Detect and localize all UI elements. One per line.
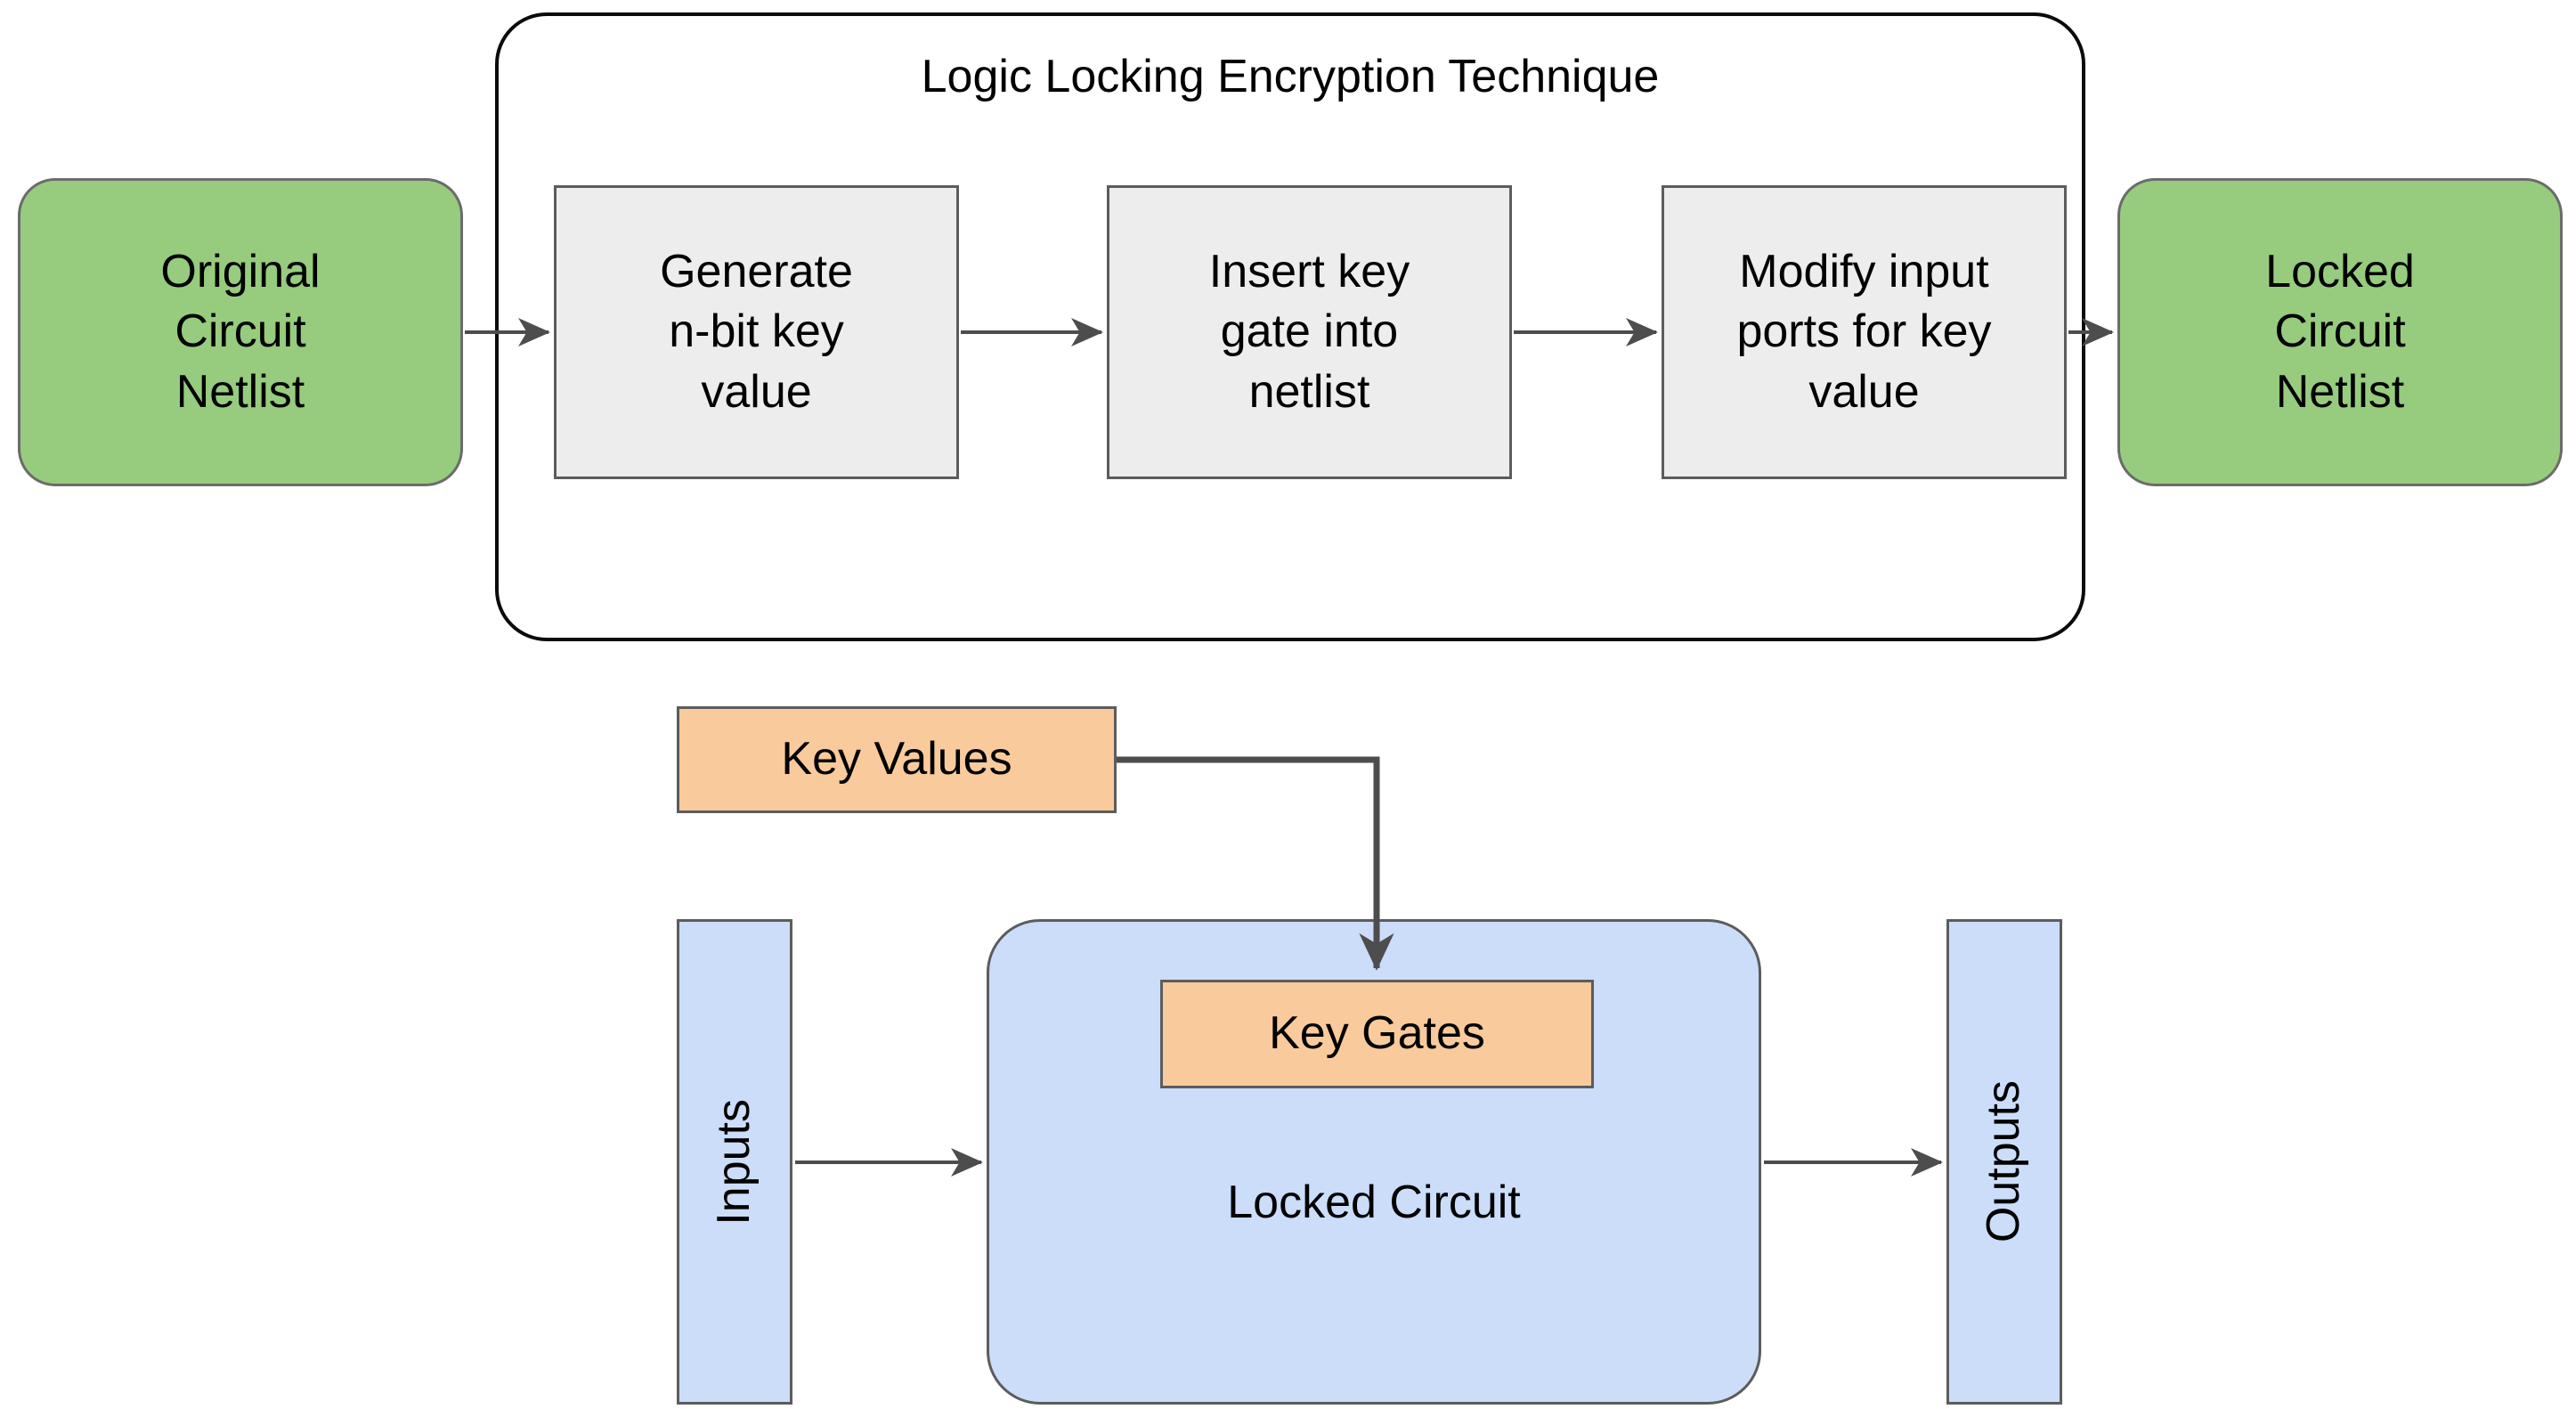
node-key-values[interactable]: Key Values	[677, 706, 1117, 813]
node-outputs[interactable]: Outputs	[1946, 919, 2062, 1405]
diagram-title: Logic Locking Encryption Technique	[921, 51, 1660, 103]
node-generate-n-bit-key-value[interactable]: Generate n-bit key value	[554, 185, 959, 479]
node-locked-circuit-netlist[interactable]: Locked Circuit Netlist	[2117, 178, 2563, 486]
node-insert-key-gate-into-netlist[interactable]: Insert key gate into netlist	[1107, 185, 1512, 479]
node-key-gates[interactable]: Key Gates	[1160, 980, 1594, 1088]
node-original-circuit-netlist-label: Original Circuit Netlist	[160, 242, 320, 423]
label-line-2: Circuit	[2274, 305, 2406, 358]
label-line-2: gate into	[1220, 305, 1399, 358]
label-line-1: Original	[160, 245, 321, 297]
label-line-2: Circuit	[175, 305, 306, 358]
node-modify-input-ports-for-key-value[interactable]: Modify input ports for key value	[1662, 185, 2067, 479]
node-inputs[interactable]: Inputs	[677, 919, 792, 1405]
label-line-3: value	[701, 365, 812, 418]
label-line-3: value	[1808, 365, 1920, 418]
node-key-values-label: Key Values	[781, 733, 1012, 786]
label-line-1: Insert key	[1208, 245, 1410, 297]
node-insert-key-gate-into-netlist-label: Insert key gate into netlist	[1209, 242, 1410, 423]
label-line-3: Netlist	[175, 365, 305, 418]
label-line-1: Generate	[660, 245, 853, 297]
node-locked-circuit-label: Locked Circuit	[1227, 1177, 1521, 1228]
label-line-1: Locked	[2265, 245, 2415, 297]
node-modify-input-ports-for-key-value-label: Modify input ports for key value	[1736, 242, 1991, 423]
label-line-2: n-bit key	[669, 305, 844, 358]
node-inputs-label: Inputs	[708, 1098, 760, 1226]
node-original-circuit-netlist[interactable]: Original Circuit Netlist	[18, 178, 463, 486]
label-line-3: netlist	[1248, 365, 1370, 418]
label-line-2: ports for key	[1736, 305, 1992, 358]
label-line-1: Modify input	[1739, 245, 1989, 297]
node-key-gates-label: Key Gates	[1269, 1007, 1485, 1060]
node-generate-n-bit-key-value-label: Generate n-bit key value	[660, 242, 853, 423]
label-line-3: Netlist	[2275, 365, 2405, 418]
node-locked-circuit-netlist-label: Locked Circuit Netlist	[2265, 242, 2415, 423]
node-outputs-label: Outputs	[1978, 1080, 2030, 1243]
